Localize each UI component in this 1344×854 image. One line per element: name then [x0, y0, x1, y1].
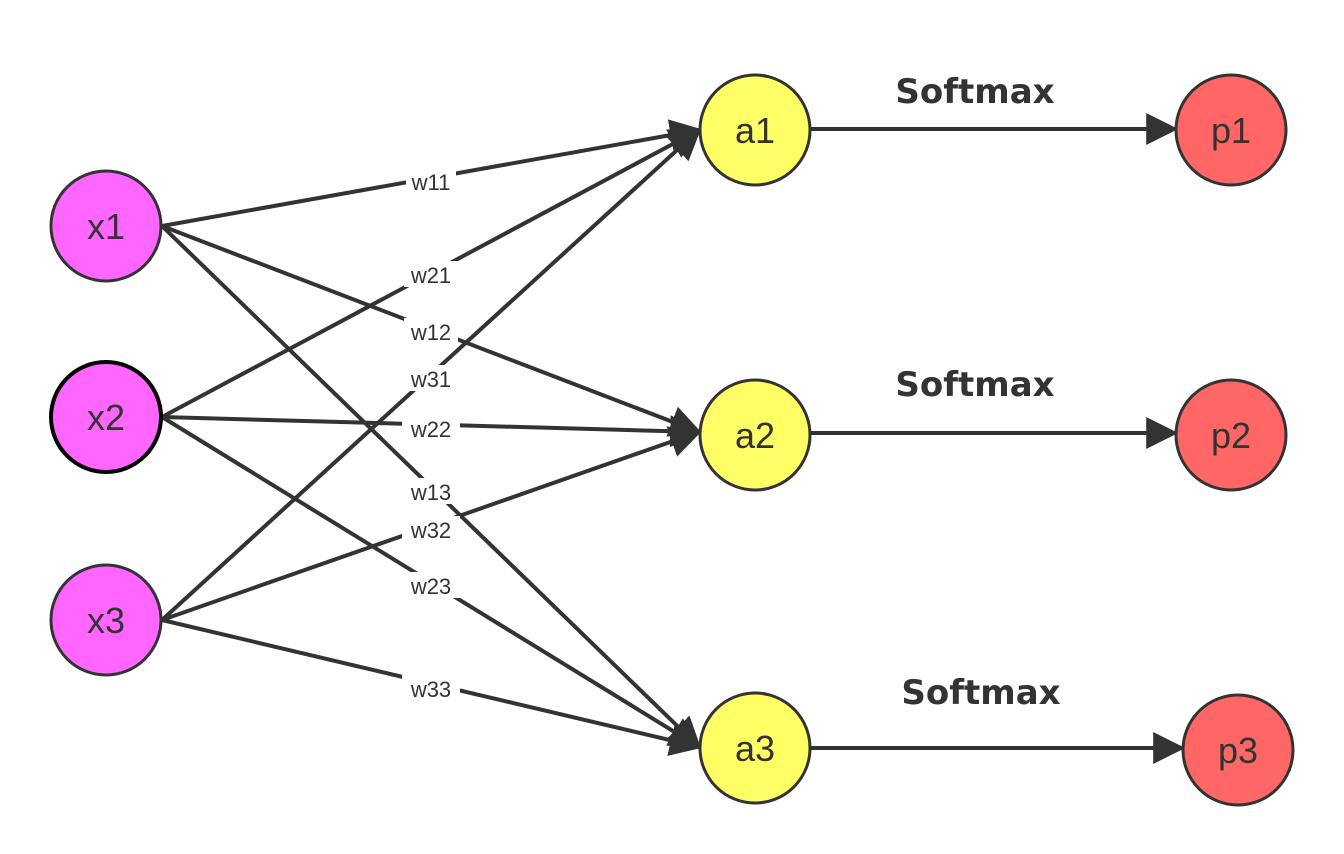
- softmax-edges: [811, 113, 1186, 764]
- svg-text:a2: a2: [735, 415, 775, 456]
- svg-text:w23: w23: [410, 574, 451, 599]
- svg-text:a1: a1: [735, 110, 775, 151]
- output-layer: p1 p2 p3: [1174, 73, 1295, 807]
- hidden-node-a2: a2: [698, 378, 812, 492]
- weight-label-w13: w13: [404, 478, 458, 505]
- svg-text:p1: p1: [1211, 110, 1251, 151]
- weight-label-w12: w12: [404, 318, 458, 345]
- input-node-x1: x1: [49, 169, 163, 283]
- svg-text:a3: a3: [735, 728, 775, 769]
- output-node-p2: p2: [1174, 378, 1288, 492]
- weight-label-w23: w23: [402, 572, 460, 599]
- hidden-node-a3: a3: [698, 691, 812, 805]
- svg-text:x3: x3: [87, 600, 125, 641]
- svg-text:p2: p2: [1211, 415, 1251, 456]
- softmax-labels: Softmax Softmax Softmax: [895, 72, 1060, 713]
- weight-label-w33: w33: [402, 675, 460, 702]
- input-node-x2: x2: [49, 360, 163, 474]
- svg-text:x1: x1: [87, 206, 125, 247]
- softmax-label-2: Softmax: [895, 365, 1054, 405]
- svg-text:w31: w31: [410, 367, 451, 392]
- hidden-layer: a1 a2 a3: [698, 73, 812, 805]
- svg-text:x2: x2: [87, 397, 125, 438]
- softmax-label-3: Softmax: [901, 673, 1060, 713]
- svg-text:w32: w32: [410, 518, 451, 543]
- weight-label-w11: w11: [406, 168, 456, 195]
- svg-text:w21: w21: [410, 263, 451, 288]
- input-layer: x1 x2 x3: [49, 169, 163, 677]
- weight-label-w32: w32: [402, 516, 460, 543]
- hidden-node-a1: a1: [698, 73, 812, 187]
- output-node-p1: p1: [1174, 73, 1288, 187]
- svg-text:w22: w22: [410, 417, 451, 442]
- output-node-p3: p3: [1181, 693, 1295, 807]
- svg-text:w13: w13: [410, 480, 451, 505]
- input-node-x3: x3: [49, 563, 163, 677]
- svg-text:w11: w11: [411, 170, 451, 195]
- weight-label-w22: w22: [402, 415, 460, 442]
- weight-label-w21: w21: [404, 261, 458, 288]
- svg-text:w12: w12: [410, 320, 451, 345]
- svg-text:w33: w33: [410, 677, 451, 702]
- weight-labels: w11 w21 w12 w31 w22 w13 w32 w23: [402, 168, 460, 702]
- svg-text:p3: p3: [1218, 730, 1258, 771]
- weight-label-w31: w31: [404, 365, 458, 392]
- softmax-label-1: Softmax: [895, 72, 1054, 112]
